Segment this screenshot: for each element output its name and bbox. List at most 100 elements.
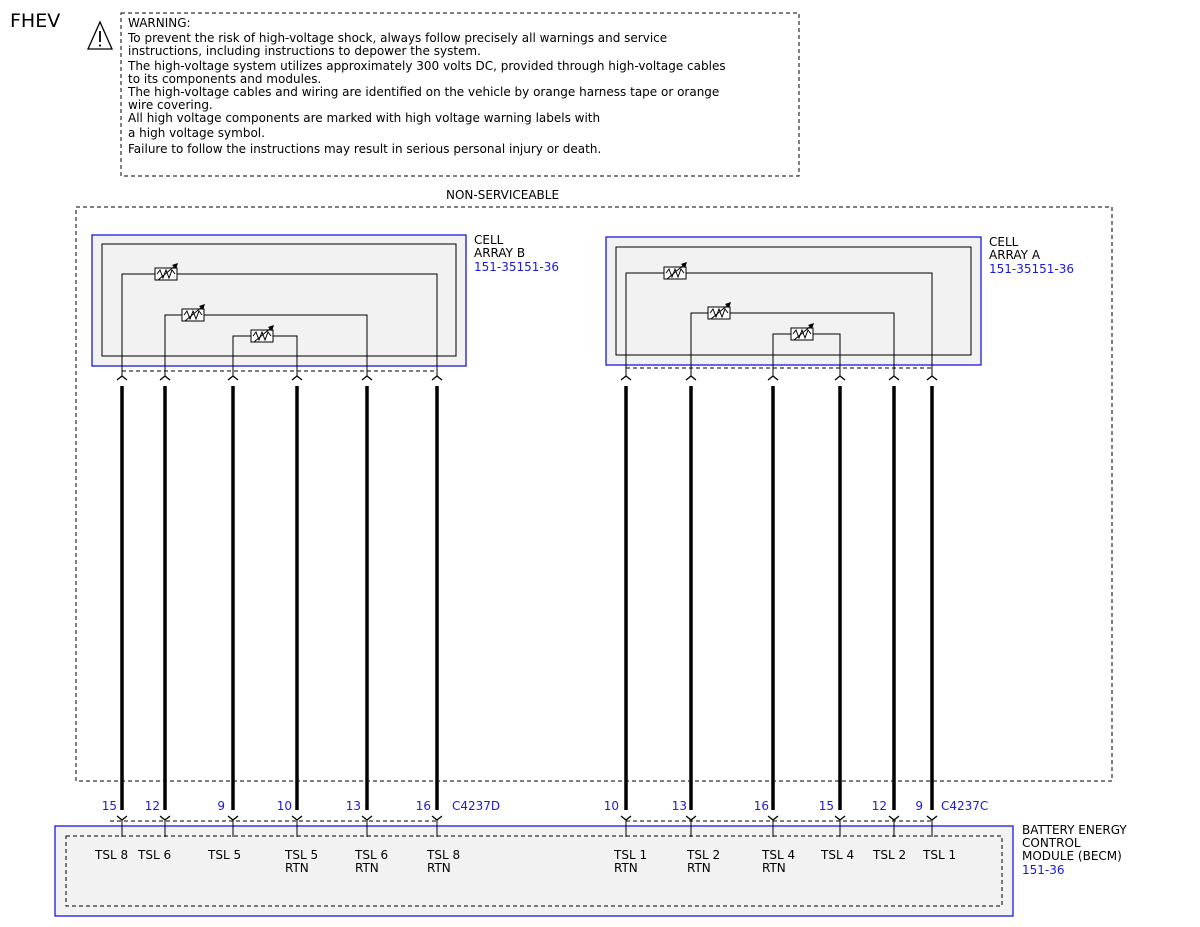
signal-label: TSL 6	[354, 848, 388, 862]
pin-number: 10	[604, 799, 619, 813]
cell-array-a-ref: 151-35151-36	[989, 262, 1074, 276]
connector-pin-icon	[767, 375, 779, 381]
becm-label: MODULE (BECM)	[1022, 849, 1122, 863]
cell-array-a-outline	[605, 236, 982, 366]
signal-label: TSL 4	[761, 848, 795, 862]
becm-module: BATTERY ENERGY CONTROL MODULE (BECM) 151…	[54, 823, 1127, 917]
cell-array-b: CELL ARRAY B 151-35151-36	[91, 233, 559, 376]
signal-label-rtn: RTN	[427, 861, 451, 875]
thermistor-icon	[250, 325, 274, 343]
warning-line: WARNING:	[128, 16, 191, 30]
warning-line: a high voltage symbol.	[128, 126, 265, 140]
becm-label: BATTERY ENERGY	[1022, 823, 1127, 837]
connector-pin-icon	[926, 375, 938, 381]
connector-pin-icon	[767, 815, 779, 821]
connector-pin-icon	[227, 375, 239, 381]
wire-group	[116, 375, 938, 837]
thermistor-icon	[707, 302, 731, 320]
signal-label-rtn: RTN	[762, 861, 786, 875]
cell-array-b-ref: 151-35151-36	[474, 260, 559, 274]
connector-pin-icon	[431, 375, 443, 381]
connector-pin-icon	[116, 815, 128, 821]
signal-label: TSL 1	[922, 848, 956, 862]
pin-number: 16	[754, 799, 769, 813]
page-title: FHEV	[10, 10, 60, 32]
connector-pin-icon	[834, 375, 846, 381]
signal-labels: TSL 8 TSL 6 TSL 5 TSL 5 RTN TSL 6 RTN TS…	[94, 848, 956, 875]
signal-label-rtn: RTN	[355, 861, 379, 875]
warning-line: All high voltage components are marked w…	[128, 111, 600, 125]
warning-line: instructions, including instructions to …	[128, 44, 481, 58]
signal-label: TSL 2	[872, 848, 906, 862]
pin-number: 13	[346, 799, 361, 813]
connector-pin-icon	[116, 375, 128, 381]
warning-triangle-icon	[86, 20, 114, 50]
warning-box	[120, 12, 800, 177]
connector-pin-icon	[159, 375, 171, 381]
cell-array-a-label: CELL	[989, 235, 1019, 249]
connector-name-c4237d: C4237D	[452, 799, 500, 813]
connector-pin-icon	[159, 815, 171, 821]
cell-array-b-label: CELL	[474, 233, 504, 247]
connector-pin-icon	[431, 815, 443, 821]
warning-line: The high-voltage cables and wiring are i…	[127, 85, 719, 99]
becm-label: CONTROL	[1022, 836, 1081, 850]
pin-number: 16	[416, 799, 431, 813]
connector-pin-icon	[685, 815, 697, 821]
pin-number: 12	[145, 799, 160, 813]
cell-array-a-label: ARRAY A	[989, 248, 1041, 262]
signal-label-rtn: RTN	[614, 861, 638, 875]
connector-pin-icon	[888, 815, 900, 821]
thermistor-icon	[154, 263, 178, 281]
warning-line: To prevent the risk of high-voltage shoc…	[127, 31, 667, 45]
connector-pin-icon	[926, 815, 938, 821]
warning-line: Failure to follow the instructions may r…	[128, 142, 601, 156]
connector-pin-icon	[291, 375, 303, 381]
connector-pin-icon	[361, 375, 373, 381]
signal-label: TSL 4	[820, 848, 854, 862]
connector-name-c4237c: C4237C	[941, 799, 988, 813]
warning-line: The high-voltage system utilizes approxi…	[127, 59, 726, 73]
signal-label-rtn: RTN	[285, 861, 309, 875]
warning-line: wire covering.	[128, 98, 213, 112]
connector-pin-icon	[620, 815, 632, 821]
thermistor-icon	[181, 304, 205, 322]
signal-label: TSL 2	[686, 848, 720, 862]
warning-text: WARNING: To prevent the risk of high-vol…	[127, 16, 726, 156]
non-serviceable-label: NON-SERVICEABLE	[446, 188, 559, 202]
pin-number: 15	[102, 799, 117, 813]
becm-ref: 151-36	[1022, 863, 1065, 877]
cell-array-a-inner	[615, 246, 972, 356]
pin-number: 9	[915, 799, 923, 813]
connector-pin-icon	[834, 815, 846, 821]
warning-line: to its components and modules.	[128, 72, 321, 86]
pin-number: 13	[672, 799, 687, 813]
connector-pin-icon	[620, 375, 632, 381]
pin-number: 10	[277, 799, 292, 813]
connector-pin-icon	[227, 815, 239, 821]
thermistor-icon	[790, 323, 814, 341]
connector-pin-icon	[685, 375, 697, 381]
becm-inner	[65, 835, 1003, 907]
signal-label: TSL 8	[94, 848, 128, 862]
cell-array-a: CELL ARRAY A 151-35151-36	[605, 235, 1074, 376]
thermistor-icon	[663, 262, 687, 280]
non-serviceable-boundary	[75, 206, 1113, 782]
cell-array-b-outline	[91, 234, 467, 367]
cell-array-b-label: ARRAY B	[474, 246, 525, 260]
pin-number: 15	[819, 799, 834, 813]
pin-number: 12	[872, 799, 887, 813]
signal-label: TSL 5	[284, 848, 318, 862]
pin-number: 9	[217, 799, 225, 813]
signal-label: TSL 1	[613, 848, 647, 862]
connector-pin-icon	[361, 815, 373, 821]
signal-label: TSL 5	[207, 848, 241, 862]
signal-label-rtn: RTN	[687, 861, 711, 875]
signal-label: TSL 8	[426, 848, 460, 862]
pin-numbers: 15 12 9 10 13 16 10 13 16 15 12 9	[102, 799, 923, 813]
cell-array-b-inner	[101, 243, 457, 357]
connector-pin-icon	[291, 815, 303, 821]
connector-pin-icon	[888, 375, 900, 381]
signal-label: TSL 6	[137, 848, 171, 862]
